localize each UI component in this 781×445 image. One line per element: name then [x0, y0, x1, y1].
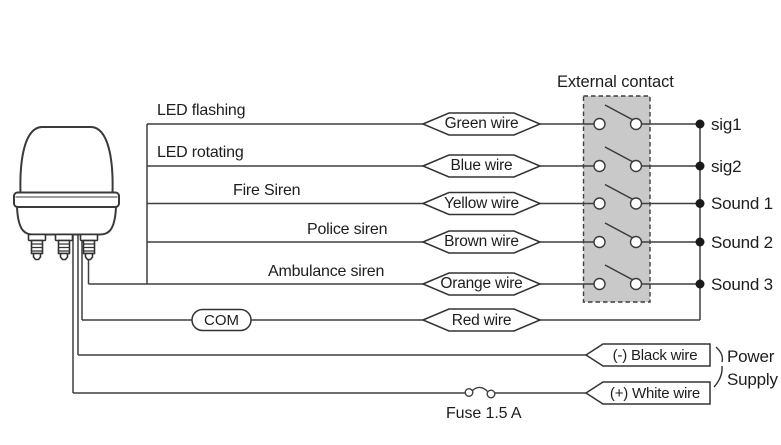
black-wire-line [77, 235, 588, 356]
beacon-stud-3 [79, 233, 99, 261]
switch-contact-3 [593, 183, 643, 210]
function-label-police-siren: Police siren [307, 221, 388, 238]
com-tag-shape [191, 308, 252, 332]
switch-contact-2 [593, 146, 643, 173]
signal-label-sound3: Sound 3 [711, 275, 773, 294]
power-tag-shapes [584, 343, 711, 405]
function-label-ambulance-siren: Ambulance siren [268, 263, 385, 280]
red-wire-line [81, 235, 700, 321]
fuse-icon [464, 386, 496, 399]
switch-contact-1 [593, 104, 643, 131]
red-wire-tag-shape [421, 308, 542, 332]
power-supply-label: Power Supply [727, 347, 778, 390]
function-label-led-rotating: LED rotating [157, 144, 244, 161]
black-wire-label: (-) Black wire [612, 347, 698, 364]
signal-label-sig1: sig1 [711, 115, 742, 134]
signal-label-sig2: sig2 [711, 157, 742, 176]
white-wire-line [72, 235, 588, 394]
beacon-stud-1 [27, 233, 47, 261]
junction-dot-sig1 [695, 119, 705, 129]
signal-label-sound2: Sound 2 [711, 233, 773, 252]
signal-junction-dots [695, 119, 705, 289]
beacon-band [13, 191, 120, 208]
brown-wire-tag-shape [421, 230, 542, 254]
junction-dot-sig2 [695, 161, 705, 171]
function-label-fire-siren: Fire Siren [233, 182, 301, 199]
wire-tag-yellow: Yellow wire [444, 195, 519, 212]
orange-wire-tag-shape [421, 272, 542, 296]
green-wire-tag-shape [421, 112, 542, 136]
yellow-wire-tag-shape [421, 191, 542, 216]
external-contact-title: External contact [557, 73, 674, 91]
junction-dot-sound1 [695, 199, 705, 208]
wire-tag-brown: Brown wire [444, 233, 519, 250]
beacon-dome [19, 126, 114, 194]
com-label: COM [204, 312, 239, 329]
function-label-led-flashing: LED flashing [157, 102, 246, 119]
wire-tag-shapes [421, 112, 542, 332]
beacon-stud-2 [54, 233, 74, 261]
wire-tag-red: Red wire [451, 312, 512, 329]
beacon-device [13, 126, 120, 261]
beacon-studs [27, 233, 99, 261]
switch-contact-4 [593, 222, 643, 249]
fuse-label: Fuse 1.5 A [446, 405, 522, 422]
beacon-base [15, 206, 118, 236]
junction-dot-sound3 [695, 279, 705, 289]
wire-tag-blue: Blue wire [450, 157, 513, 174]
external-contact-switches [593, 104, 643, 291]
white-wire-label: (+) White wire [609, 385, 701, 402]
blue-wire-tag-shape [421, 154, 542, 178]
white-wire-tag-shape [584, 381, 711, 405]
switch-contact-5 [593, 264, 643, 291]
junction-dot-sound2 [695, 237, 705, 247]
black-wire-tag-shape [584, 343, 711, 367]
signal-label-sound1: Sound 1 [711, 194, 773, 213]
wire-tag-orange: Orange wire [440, 275, 523, 292]
power-supply-brace [713, 346, 724, 388]
wire-tag-green: Green wire [444, 115, 519, 132]
